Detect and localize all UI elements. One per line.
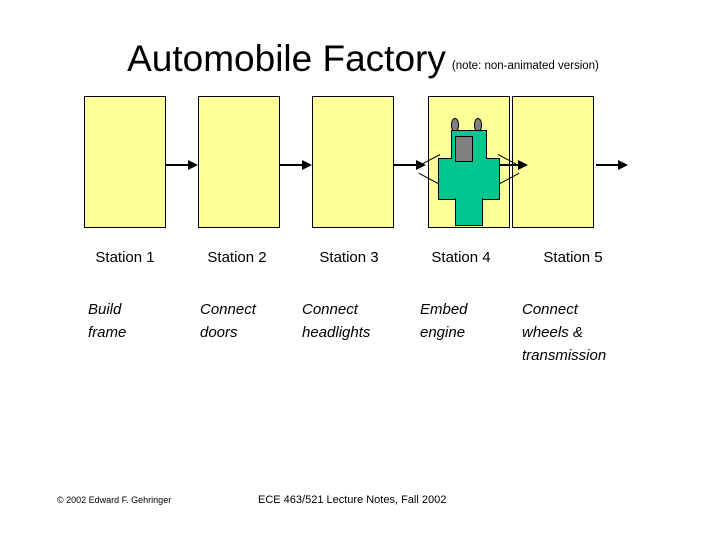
car-rear-shape: [455, 198, 483, 226]
station-description-2: Connect doors: [200, 298, 310, 344]
station-label-row: Station 1 Station 2 Station 3 Station 4 …: [0, 248, 720, 272]
wheel-axle-line-rear-left: [418, 172, 441, 185]
station-description-line: frame: [88, 324, 127, 341]
station-label-3: Station 3: [319, 249, 379, 266]
station-description-line: doors: [200, 324, 238, 341]
car-seam-bottom: [456, 198, 482, 201]
station-box-1: [84, 96, 166, 228]
arrow-shaft: [596, 164, 620, 166]
station-description-4: Embed engine: [420, 298, 530, 344]
arrow-right-icon-1: [166, 160, 198, 170]
arrow-shaft: [394, 164, 418, 166]
arrow-shaft: [280, 164, 304, 166]
slide-title-row: Automobile Factory (note: non-animated ve…: [0, 38, 720, 80]
station-description-1: Build frame: [88, 298, 198, 344]
arrow-head: [618, 160, 628, 170]
car-body: [438, 130, 500, 226]
car-graphic: [418, 110, 520, 226]
station-label-1: Station 1: [95, 249, 155, 266]
station-description-line: Build: [88, 301, 122, 318]
arrow-shaft: [166, 164, 190, 166]
slide-footer: © 2002 Edward F. Gehringer ECE 463/521 L…: [0, 494, 720, 514]
station-description-row: Build frame Connect doors Connect headli…: [0, 298, 720, 378]
arrow-right-icon-5: [596, 160, 628, 170]
station-box-3: [312, 96, 394, 228]
arrow-right-icon-2: [280, 160, 312, 170]
station-description-line: transmission: [522, 347, 607, 364]
footer-copyright: © 2002 Edward F. Gehringer: [57, 495, 172, 505]
station-description-5: Connect wheels & transmission: [522, 298, 632, 367]
footer-course-info: ECE 463/521 Lecture Notes, Fall 2002: [258, 494, 447, 506]
wheel-axle-line-front-left: [418, 154, 441, 167]
arrow-head: [188, 160, 198, 170]
arrow-head: [302, 160, 312, 170]
arrow-head: [518, 160, 528, 170]
title-note: (note: non-animated version): [451, 60, 599, 72]
engine-block-icon: [455, 136, 473, 162]
station-description-line: Connect: [302, 301, 358, 318]
station-label-2: Station 2: [207, 249, 267, 266]
station-label-5: Station 5: [543, 249, 603, 266]
station-description-line: Embed: [420, 301, 468, 318]
station-box-2: [198, 96, 280, 228]
station-description-3: Connect headlights: [302, 298, 412, 344]
car-cabin-shape: [438, 158, 500, 200]
station-description-line: wheels &: [522, 324, 583, 341]
assembly-line-diagram: [0, 96, 720, 230]
station-label-4: Station 4: [431, 249, 491, 266]
station-description-line: headlights: [302, 324, 371, 341]
page-title: Automobile Factory: [127, 38, 446, 79]
wheel-axle-line-rear-right: [497, 172, 520, 185]
arrow-right-icon-4: [496, 160, 528, 170]
arrow-shaft: [496, 164, 520, 166]
wheel-axle-line-front-right: [497, 154, 520, 167]
station-description-line: engine: [420, 324, 466, 341]
station-description-line: Connect: [522, 301, 578, 318]
station-description-line: Connect: [200, 301, 256, 318]
